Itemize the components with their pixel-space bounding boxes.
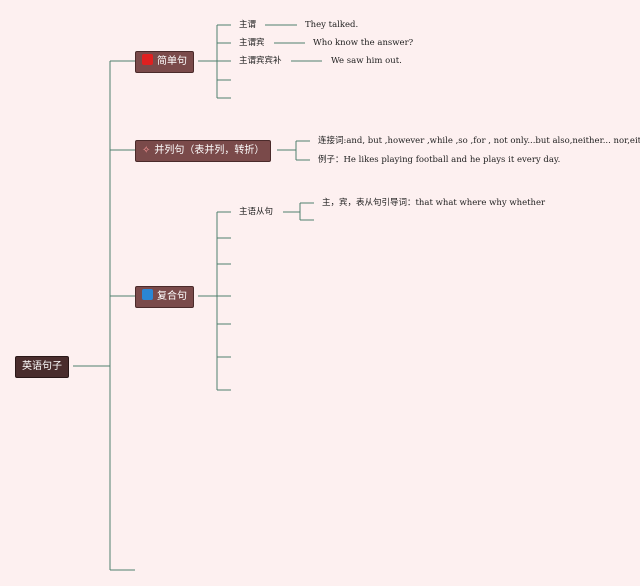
compound-sentence-node[interactable]: ✧并列句（表并列，转折）	[135, 140, 272, 162]
red-square-icon	[142, 54, 153, 65]
sparkle-icon: ✧	[142, 145, 151, 156]
compound-sentence-label: 并列句（表并列，转折）	[154, 145, 265, 156]
simple-example-2: Who know the answer?	[313, 38, 414, 48]
complex-detail-1: 主，宾，表从句引导词：that what where why whether	[322, 198, 546, 208]
compound-conjunctions: 连接词:and, but ,however ,while ,so ,for , …	[318, 136, 640, 146]
root-label: 英语句子	[22, 361, 62, 372]
simple-example-3: We saw him out.	[331, 56, 402, 66]
root-node[interactable]: 英语句子	[15, 356, 69, 378]
simple-sentence-node[interactable]: 简单句	[135, 51, 194, 73]
complex-type-1: 主语从句	[239, 207, 274, 217]
blue-square-icon	[142, 289, 153, 300]
complex-sentence-node[interactable]: 复合句	[135, 286, 194, 308]
simple-sentence-label: 简单句	[157, 56, 187, 67]
simple-example-1: They talked.	[305, 20, 359, 30]
simple-type-1: 主谓	[239, 20, 257, 30]
compound-example: 例子：He likes playing football and he play…	[318, 155, 561, 165]
simple-type-3: 主谓宾宾补	[239, 56, 282, 66]
complex-sentence-label: 复合句	[157, 291, 187, 302]
simple-type-2: 主谓宾	[239, 38, 265, 48]
